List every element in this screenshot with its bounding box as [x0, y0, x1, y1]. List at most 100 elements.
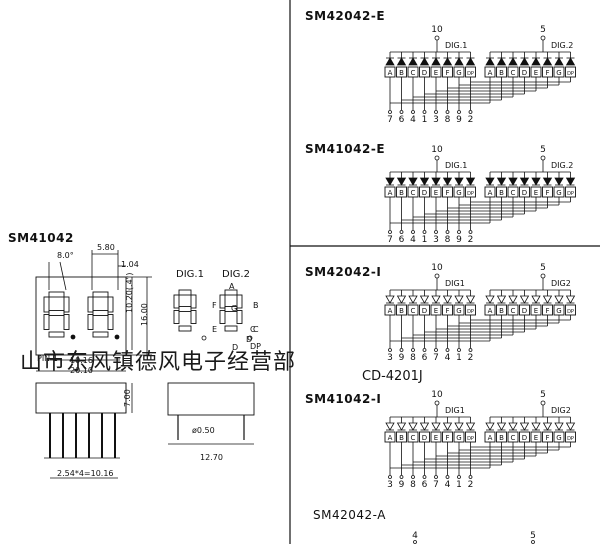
pin-number-3-4: 7: [433, 353, 439, 363]
diode-1-0-1: [396, 57, 407, 66]
segment-label-3-1-7: DP: [567, 309, 574, 315]
dig2-label: DIG.2: [222, 269, 250, 280]
diagram-title-2: SM41042-E: [305, 142, 386, 156]
diode-2-0-6: [454, 177, 464, 186]
segment-label-2-0-0: A: [388, 189, 393, 197]
diode-2-0-3: [419, 177, 430, 186]
pinout-digit2-seg-c: [236, 310, 243, 324]
segment-label-3-1-6: G: [556, 307, 561, 315]
segment-label-2-0-3: D: [422, 189, 427, 197]
pin-node-2-7: [468, 230, 473, 234]
front-digit2-seg-g: [92, 310, 109, 316]
pin-number-1-6: 9: [456, 115, 462, 125]
diode-1-0-2: [408, 57, 418, 66]
segment-label-1-0-3: D: [422, 69, 427, 77]
segment-label-4-1-7: DP: [567, 436, 574, 442]
pin-node-1-6: [457, 110, 461, 114]
pin-number-1-5: 8: [445, 115, 451, 125]
segment-label-3-0-7: DP: [467, 309, 474, 315]
pin-number-4-6: 1: [456, 480, 462, 490]
diode-3-1-4: [531, 295, 541, 304]
seg-label-dp: DP: [250, 342, 261, 351]
diode-4-0-5: [442, 422, 453, 431]
pin-node-3-2: [411, 348, 415, 352]
dim-pin-span: 2.54*4=10.16: [57, 469, 114, 478]
segment-label-3-1-5: F: [545, 307, 549, 315]
pin-node-4-7: [468, 475, 473, 479]
seg-label-c2: C: [250, 325, 256, 334]
diode-4-1-3: [519, 422, 530, 431]
segment-label-3-0-3: D: [422, 307, 427, 315]
pin-number-2-7: 2: [468, 235, 474, 245]
diode-1-0-7: [465, 57, 476, 66]
diode-2-1-3: [519, 177, 530, 186]
pinout-digit2-seg-b: [236, 294, 243, 309]
diode-3-0-0: [385, 295, 395, 304]
pinout-digit2-seg-e: [219, 310, 226, 324]
segment-label-1-1-5: F: [545, 69, 549, 77]
diode-4-1-2: [508, 422, 518, 431]
diode-3-0-5: [442, 295, 453, 304]
dim-body-length: 12.70: [200, 453, 223, 462]
diode-2-1-4: [531, 177, 541, 186]
pinout-digit1-seg-f: [173, 294, 180, 309]
pin-node-4-5: [445, 475, 450, 479]
dig-label-3-1: DIG1: [445, 279, 465, 288]
diode-4-1-4: [531, 422, 541, 431]
left-title: SM41042: [8, 231, 74, 245]
segment-label-2-1-0: A: [488, 189, 493, 197]
pin-node-4-6: [457, 475, 461, 479]
pin-node-1-4: [434, 110, 438, 114]
pin-node-4-3: [422, 475, 427, 479]
pinout-digit1-seg-d: [178, 325, 192, 332]
diode-3-1-3: [519, 295, 530, 304]
segment-label-2-1-3: D: [522, 189, 527, 197]
segment-label-3-1-0: A: [488, 307, 493, 315]
pin-number-4-5: 4: [445, 480, 451, 490]
pin-node-1-3: [422, 110, 427, 114]
front-digit1-seg-g: [48, 310, 65, 316]
dig-label-4-2: DIG2: [551, 406, 571, 415]
diode-4-0-2: [408, 422, 418, 431]
segment-label-2-1-6: G: [556, 189, 561, 197]
diode-3-0-1: [396, 295, 407, 304]
segment-label-1-0-7: DP: [467, 71, 474, 77]
diode-1-0-0: [385, 57, 395, 66]
pin-node-1-5: [445, 110, 450, 114]
pin-number-3-6: 1: [456, 353, 462, 363]
diode-1-1-2: [508, 57, 518, 66]
diode-3-1-6: [554, 295, 564, 304]
pin-node-3-7: [468, 348, 473, 352]
segment-label-3-1-1: B: [499, 307, 504, 315]
diode-3-0-2: [408, 295, 418, 304]
front-dp1: [70, 334, 76, 340]
pin-node-4-2: [411, 475, 415, 479]
seg-label-f: F: [212, 301, 217, 310]
common-node-1-1: [434, 35, 440, 41]
front-digit2-seg-a: [92, 291, 109, 298]
common-node-4-2: [540, 400, 546, 406]
segment-label-4-1-2: C: [511, 434, 516, 442]
front-digit2-seg-c: [107, 314, 114, 330]
dig-label-1-2: DIG.2: [551, 41, 573, 50]
segment-label-1-0-1: B: [399, 69, 404, 77]
segment-label-2-0-2: C: [411, 189, 416, 197]
pin-number-1-1: 6: [399, 115, 405, 125]
bottom-common-1: 4: [412, 531, 418, 541]
front-digit1-seg-c: [63, 314, 70, 330]
segment-label-2-0-6: G: [456, 189, 461, 197]
display-front-body: [35, 276, 127, 356]
pin-number-1-4: 3: [433, 115, 439, 125]
diode-1-1-5: [542, 57, 553, 66]
diode-2-0-4: [431, 177, 441, 186]
pin-node-1-7: [468, 110, 473, 114]
pin-node-3-0: [388, 348, 392, 352]
diode-1-1-7: [565, 57, 576, 66]
diode-3-0-6: [454, 295, 464, 304]
diode-1-1-4: [531, 57, 541, 66]
pin-node-2-5: [445, 230, 450, 234]
common-node-2-2: [540, 155, 546, 161]
pin-node-3-4: [434, 348, 438, 352]
diode-4-0-7: [465, 422, 476, 431]
segment-label-1-1-4: E: [534, 69, 538, 77]
